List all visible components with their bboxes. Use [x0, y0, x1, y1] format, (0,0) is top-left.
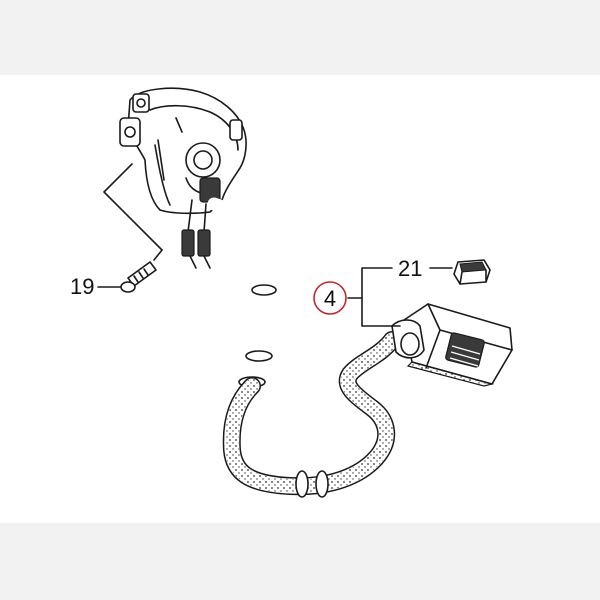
callout-4-highlight-circle — [313, 281, 347, 315]
dotted-hose — [222, 331, 401, 498]
parts-diagram: 19 21 4 — [70, 87, 513, 498]
wire-connectors — [181, 199, 211, 269]
screw-part — [120, 261, 157, 293]
callout-4-bracket — [347, 267, 401, 327]
callout-21: 21 — [398, 256, 422, 281]
callout-19: 19 — [70, 274, 94, 299]
wire-harness — [207, 197, 277, 388]
diagram-panel: 19 21 4 — [0, 75, 600, 523]
callout-4: 4 — [324, 286, 336, 311]
clip-part — [453, 259, 491, 285]
switch-unit — [391, 303, 513, 387]
screw-leader-lines — [103, 163, 163, 261]
switch-housing — [119, 87, 247, 215]
